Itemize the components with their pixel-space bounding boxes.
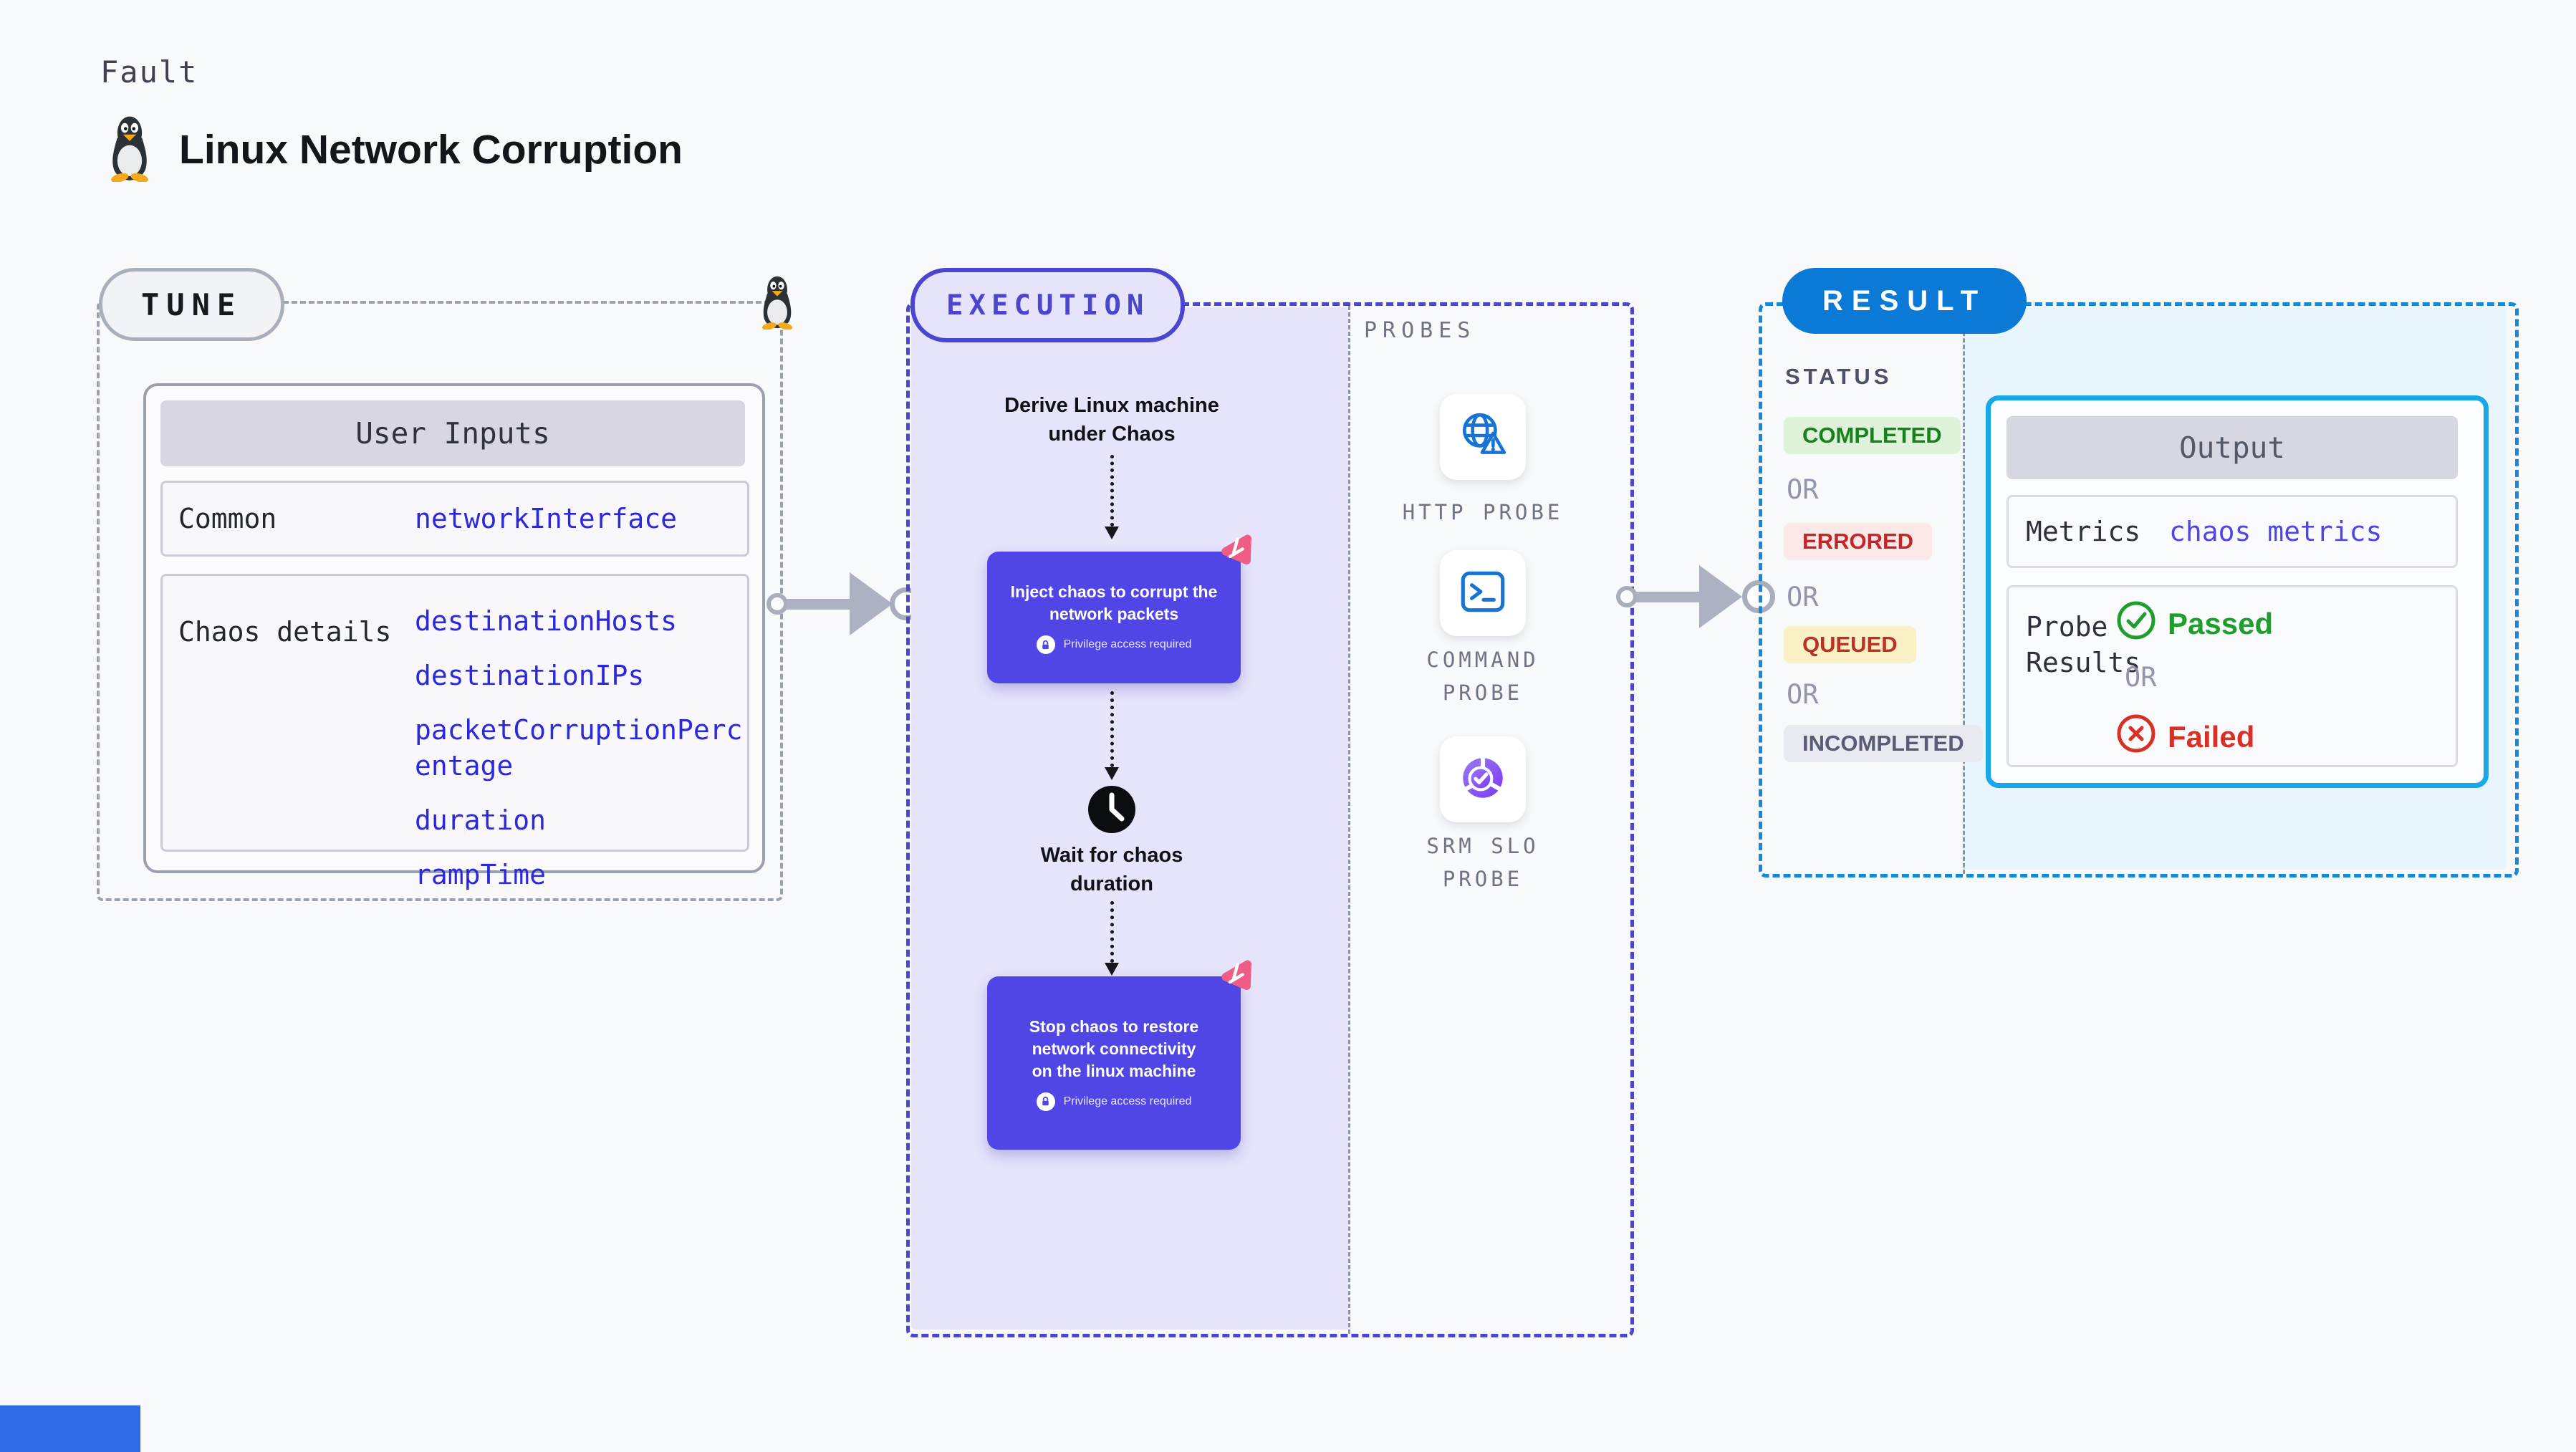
status-badge-incompleted: INCOMPLETED xyxy=(1784,725,1983,762)
input-value: duration xyxy=(415,804,547,836)
or-label: OR xyxy=(2125,662,2157,693)
status-badge-errored: ERRORED xyxy=(1784,523,1933,560)
arrow-shaft xyxy=(787,599,850,610)
output-title: Output xyxy=(2007,416,2458,479)
or-label: OR xyxy=(1787,474,1819,505)
connector-dot xyxy=(1616,586,1638,607)
globe-alert-icon xyxy=(1456,408,1510,466)
metrics-value: chaos metrics xyxy=(2169,516,2383,547)
arrow-head xyxy=(1699,565,1742,628)
command-probe-label: COMMAND PROBE xyxy=(1426,648,1539,705)
input-row-common: Common networkInterface xyxy=(160,481,749,557)
metrics-label: Metrics xyxy=(2026,516,2141,547)
input-value: destinationIPs xyxy=(415,660,645,691)
input-row-chaos-details: Chaos details destinationHosts destinati… xyxy=(160,574,749,890)
tux-icon-small xyxy=(755,274,799,333)
failed-label: Failed xyxy=(2168,720,2255,754)
srm-slo-probe-label: SRM SLO PROBE xyxy=(1426,834,1539,891)
user-inputs-card: User Inputs Common networkInterface Chao… xyxy=(143,383,765,890)
flow-arrowhead xyxy=(1105,527,1119,539)
privilege-row: Privilege access required xyxy=(1036,1092,1192,1111)
probes-divider xyxy=(1348,306,1350,1334)
or-label: OR xyxy=(1787,582,1819,612)
step-wait-duration: Wait for chaos duration xyxy=(1040,844,1183,895)
probe-results-label: Probe Results xyxy=(2026,611,2141,678)
step-derive-machine: Derive Linux machine under Chaos xyxy=(1004,394,1219,446)
output-card: Output Metrics chaos metrics Probe Resul… xyxy=(1986,395,2489,788)
user-inputs-title: User Inputs xyxy=(160,400,745,466)
chaos-logo-icon xyxy=(1215,532,1255,575)
page-title: Linux Network Corruption xyxy=(179,126,683,173)
slo-donut-icon xyxy=(1456,751,1510,809)
connector-dot xyxy=(766,593,788,615)
arrow-head xyxy=(850,572,893,635)
flow-arrowhead xyxy=(1105,963,1119,976)
tux-icon xyxy=(100,113,159,186)
tune-badge: TUNE xyxy=(99,268,285,341)
srm-slo-probe-card xyxy=(1440,736,1526,822)
stop-chaos-text: Stop chaos to restore network connectivi… xyxy=(1029,1016,1199,1080)
result-badge: RESULT xyxy=(1782,268,2027,334)
step-stop-chaos: Stop chaos to restore network connectivi… xyxy=(987,976,1241,1150)
clock-icon xyxy=(1087,784,1137,838)
passed-label: Passed xyxy=(2168,607,2274,640)
input-value: rampTime xyxy=(415,859,547,890)
input-value: packetCorruptionPercentage xyxy=(415,714,743,782)
chaos-logo-icon xyxy=(1215,957,1255,1001)
flow-connector xyxy=(1110,901,1114,963)
metrics-row: Metrics chaos metrics xyxy=(2007,495,2458,568)
flow-connector xyxy=(1110,455,1114,527)
probe-results-row: Probe Results Passed OR F xyxy=(2007,585,2458,767)
input-row-label: Chaos details xyxy=(178,616,392,648)
privilege-text: Privilege access required xyxy=(1063,638,1192,650)
title-row: Linux Network Corruption xyxy=(100,113,683,186)
status-title: STATUS xyxy=(1785,364,1893,389)
status-badge-queued: QUEUED xyxy=(1784,626,1916,663)
probes-title: PROBES xyxy=(1364,318,1476,343)
http-probe-card xyxy=(1440,394,1526,480)
lock-icon xyxy=(1036,635,1055,654)
lock-icon xyxy=(1036,1092,1055,1111)
fault-kicker: Fault xyxy=(100,54,198,90)
result-divider xyxy=(1963,306,1965,874)
privilege-text: Privilege access required xyxy=(1063,1095,1192,1107)
flow-connector xyxy=(1110,691,1114,767)
or-label: OR xyxy=(1787,679,1819,710)
input-value: networkInterface xyxy=(415,503,678,534)
flow-arrowhead xyxy=(1105,767,1119,780)
arrow-shaft xyxy=(1636,592,1699,602)
x-circle-icon xyxy=(2116,713,2156,761)
terminal-icon xyxy=(1456,564,1510,622)
http-probe-label: HTTP PROBE xyxy=(1402,500,1564,524)
privilege-row: Privilege access required xyxy=(1036,635,1192,654)
input-row-label: Common xyxy=(178,503,277,534)
inject-chaos-text: Inject chaos to corrupt the network pack… xyxy=(1010,582,1218,623)
failed-verdict: Failed xyxy=(2116,713,2254,761)
input-value: destinationHosts xyxy=(415,605,678,637)
check-circle-icon xyxy=(2116,600,2156,648)
step-inject-chaos: Inject chaos to corrupt the network pack… xyxy=(987,552,1241,683)
command-probe-card xyxy=(1440,550,1526,636)
execution-badge: EXECUTION xyxy=(910,268,1186,342)
status-badge-completed: COMPLETED xyxy=(1784,417,1961,454)
bottom-left-accent-bar xyxy=(0,1405,140,1452)
passed-verdict: Passed xyxy=(2116,600,2273,648)
